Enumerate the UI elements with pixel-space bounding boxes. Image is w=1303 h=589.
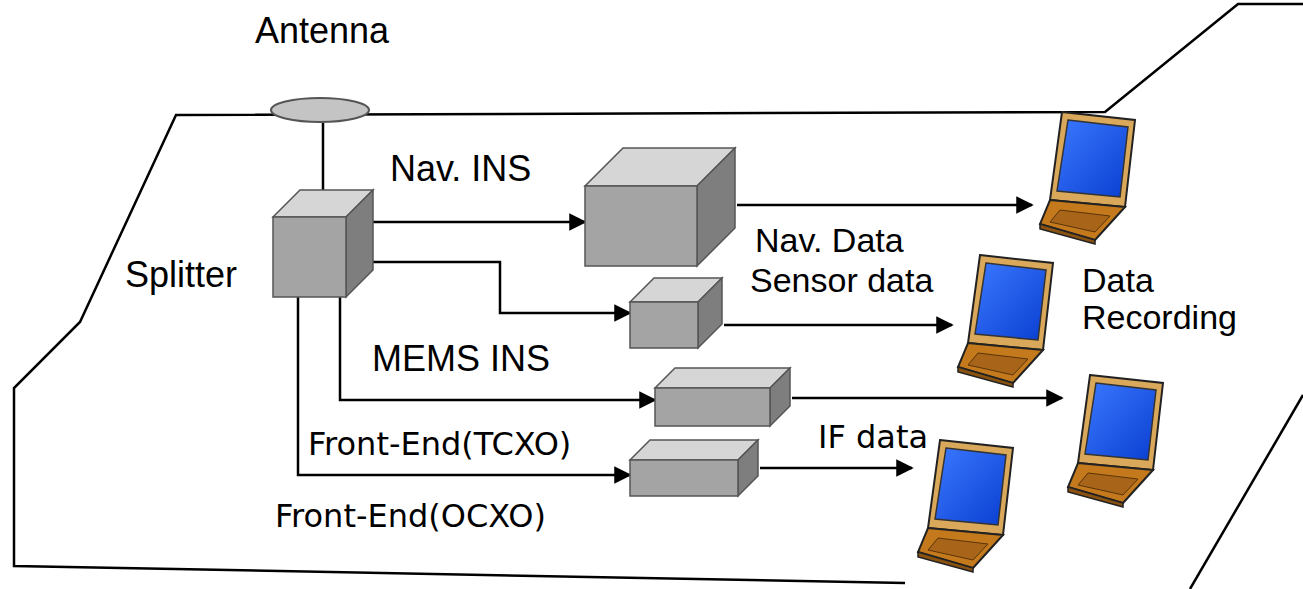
mems-ins-node: MEMS INS <box>630 278 722 348</box>
shape-outline <box>655 368 790 426</box>
node-label: Front-End(TCXO) <box>308 428 571 462</box>
annotation-label: Data Recording <box>1082 262 1262 337</box>
annotation-label: Sensor data <box>750 262 933 299</box>
connector <box>298 297 630 475</box>
front-end-node: Front-End(TCXO) <box>655 368 790 426</box>
ins-node: Nav. INS <box>585 148 735 266</box>
annotation-label: IF data <box>818 420 928 455</box>
connector <box>360 221 586 224</box>
shape-outline <box>270 97 370 123</box>
connector <box>322 123 325 190</box>
shape-outline <box>273 190 373 297</box>
connector <box>373 262 630 313</box>
splitter-node: Splitter <box>273 190 373 297</box>
shape-outline <box>630 440 758 496</box>
node-label: MEMS INS <box>372 340 550 378</box>
annotation-label: Nav. Data <box>755 222 904 259</box>
antenna-node: Antenna <box>270 97 370 123</box>
node-label: Antenna <box>255 12 389 50</box>
node-label: Front-End(OCXO) <box>275 500 546 534</box>
node-label: Splitter <box>125 256 237 294</box>
front-end-node: Front-End(OCXO) <box>630 440 758 496</box>
node-label: Nav. INS <box>390 150 531 188</box>
shape-outline <box>630 278 722 348</box>
connector <box>340 297 655 400</box>
shape-outline <box>585 148 735 266</box>
